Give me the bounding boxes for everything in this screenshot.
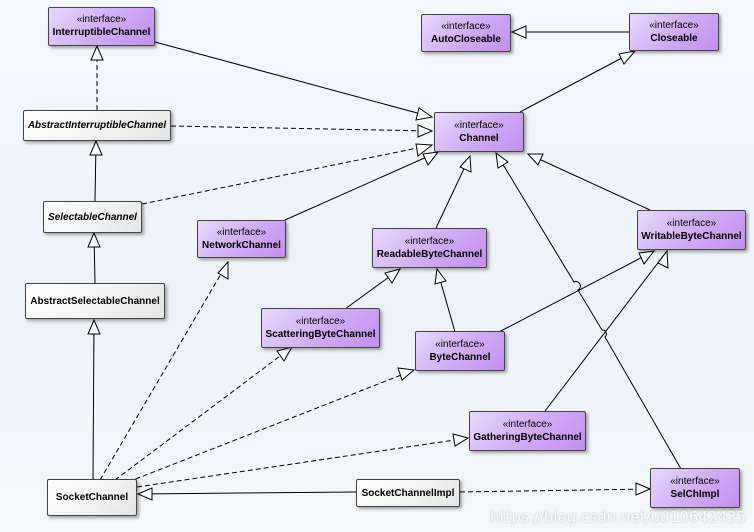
stereotype-label: «interface» xyxy=(404,235,455,247)
arrowhead-autocloseable xyxy=(510,25,527,39)
node-bytechannel[interactable]: «interface» ByteChannel xyxy=(415,331,505,371)
node-label: SelChImpl xyxy=(670,488,720,500)
node-channel[interactable]: «interface» Channel xyxy=(434,112,524,152)
node-label: Closeable xyxy=(650,32,698,44)
arrowhead-channel-from-interruptible xyxy=(415,107,434,121)
node-label: GatheringByteChannel xyxy=(473,431,582,443)
arrowhead-interruptible xyxy=(90,44,104,61)
edge-channel-interruptible xyxy=(154,41,433,118)
node-label: Channel xyxy=(459,132,499,144)
node-autocloseable[interactable]: «interface» AutoCloseable xyxy=(421,14,511,52)
arrowhead-channel-from-selchimpl xyxy=(495,151,509,169)
arrowhead-writable-from-bytechannel xyxy=(638,250,656,265)
edge-socketchannel-bytechannel xyxy=(127,369,415,483)
edge-abstractinterruptible-channel xyxy=(170,125,433,132)
node-label: AbstractInterruptibleChannel xyxy=(27,120,167,131)
arrowhead-selectable xyxy=(87,231,101,248)
node-selchimpl[interactable]: «interface» SelChImpl xyxy=(650,468,740,508)
edge-channel-closeable xyxy=(519,50,636,113)
node-label: AbstractSelectableChannel xyxy=(30,295,160,307)
node-socketchannel[interactable]: SocketChannel xyxy=(47,479,137,516)
edge-socketchannel-network xyxy=(99,261,229,481)
arrowhead-socketchannel xyxy=(136,487,153,501)
edge-socketchannelimpl-selchimpl xyxy=(459,488,651,493)
node-label: SocketChannelImpl xyxy=(361,487,455,499)
stereotype-label: «interface» xyxy=(666,217,717,229)
arrowhead-abstractselectable xyxy=(87,318,101,335)
arrowhead-readable-from-bytechannel xyxy=(434,267,447,285)
arrowhead-gathering-from-socketchannel xyxy=(452,433,470,447)
node-label: ReadableByteChannel xyxy=(376,248,483,260)
edge-selectable-channel xyxy=(141,144,433,205)
node-abstractselectablechannel[interactable]: AbstractSelectableChannel xyxy=(25,283,165,319)
stereotype-label: «interface» xyxy=(435,338,485,350)
arrowhead-readable-from-scattering xyxy=(384,268,402,284)
watermark-text: https://blog.csdn.net/u010642435 xyxy=(490,508,746,526)
edge-bytechannel-writable xyxy=(496,250,655,334)
arrowhead-abstractinterruptible xyxy=(89,139,103,156)
stereotype-label: «interface» xyxy=(441,20,491,32)
stereotype-label: «interface» xyxy=(454,119,504,131)
node-label: ByteChannel xyxy=(429,351,491,363)
node-label: InterruptibleChannel xyxy=(52,27,151,38)
node-label: ScatteringByteChannel xyxy=(265,328,376,340)
node-label: AutoCloseable xyxy=(430,33,501,45)
arrowhead-selchimpl xyxy=(635,482,652,496)
edge-writable-channel xyxy=(527,153,651,211)
node-selectablechannel[interactable]: SelectableChannel xyxy=(43,201,142,233)
arrowhead-closeable xyxy=(618,50,637,65)
stereotype-label: «interface» xyxy=(76,14,127,25)
node-abstractinterruptiblechannel[interactable]: AbstractInterruptibleChannel xyxy=(23,110,171,141)
node-gatheringbytechannel[interactable]: «interface» GatheringByteChannel xyxy=(469,411,586,451)
stereotype-label: «interface» xyxy=(670,475,720,487)
arrowhead-scattering-from-socketchannel xyxy=(276,346,294,362)
arrowhead-channel-from-writable xyxy=(526,153,544,166)
node-label: WritableByteChannel xyxy=(641,230,742,242)
stereotype-label: «interface» xyxy=(649,19,699,31)
arrowhead-channel-from-selectable xyxy=(415,143,434,157)
node-label: NetworkChannel xyxy=(202,239,281,251)
arrowhead-bytechannel-from-socketchannel xyxy=(397,367,416,381)
node-label: SelectableChannel xyxy=(48,211,137,223)
arrowhead-channel-from-abstractinterruptible xyxy=(417,124,434,138)
edge-socketchannel-abstractselectable xyxy=(92,319,95,481)
arrowhead-channel-from-readable xyxy=(459,154,472,173)
stereotype-label: «interface» xyxy=(295,315,346,327)
arrowhead-network-from-socketchannel xyxy=(217,260,229,280)
node-networkchannel[interactable]: «interface» NetworkChannel xyxy=(197,220,286,258)
node-label: SocketChannel xyxy=(55,492,129,503)
stereotype-label: «interface» xyxy=(216,226,267,238)
edge-selchimpl-channel xyxy=(495,152,682,470)
node-interruptiblechannel[interactable]: «interface» InterruptibleChannel xyxy=(48,7,155,46)
node-writablebytechannel[interactable]: «interface» WritableByteChannel xyxy=(637,210,746,250)
node-readablebytechannel[interactable]: «interface» ReadableByteChannel xyxy=(372,228,487,268)
stereotype-label: «interface» xyxy=(502,418,553,430)
node-scatteringbytechannel[interactable]: «interface» ScatteringByteChannel xyxy=(261,308,380,348)
edge-socketchannelimpl-socketchannel xyxy=(137,491,357,495)
arrowhead-channel-from-network xyxy=(422,151,440,166)
node-socketchannelimpl[interactable]: SocketChannelImpl xyxy=(356,479,460,507)
edge-socketchannel-scattering xyxy=(114,346,293,481)
edge-gathering-writable xyxy=(544,250,668,412)
arrowhead-writable-from-gathering xyxy=(657,249,669,269)
edge-network-channel xyxy=(284,151,439,221)
node-closeable[interactable]: «interface» Closeable xyxy=(629,13,719,51)
